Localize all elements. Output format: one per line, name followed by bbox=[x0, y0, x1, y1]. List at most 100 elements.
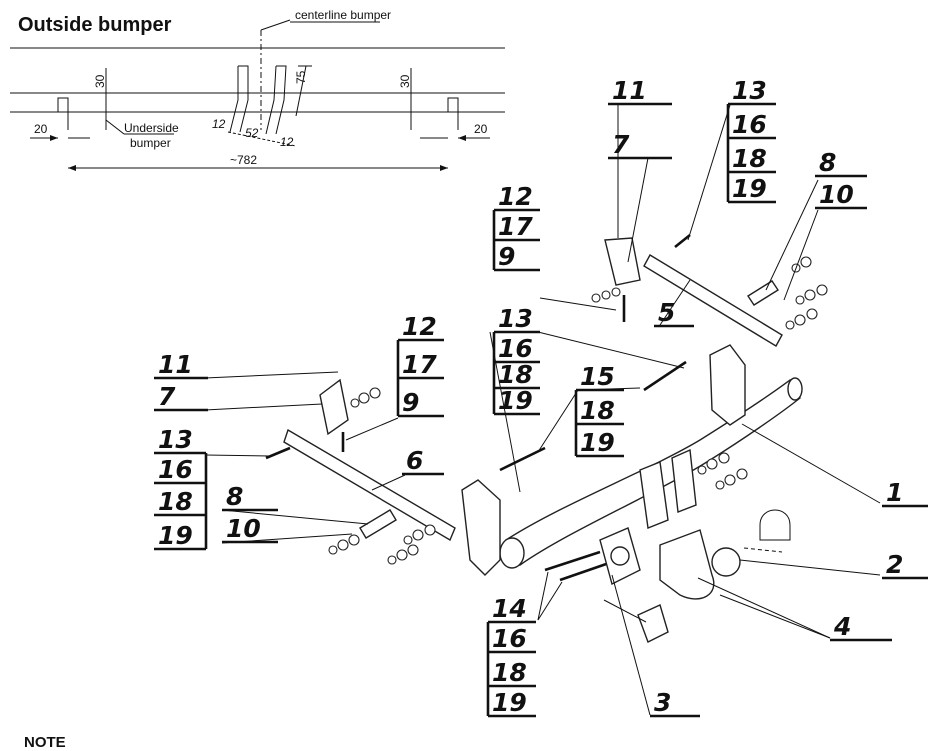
leader-c5 bbox=[659, 279, 691, 326]
tube-plate-right bbox=[709, 344, 746, 426]
callout-number: 12 bbox=[402, 312, 437, 341]
right-tab bbox=[447, 97, 459, 130]
left-tab bbox=[57, 97, 69, 130]
centerline-leader bbox=[260, 19, 291, 31]
leader-c3-8 bbox=[765, 179, 819, 291]
tube-end-right bbox=[787, 377, 803, 401]
leader-c4 bbox=[539, 297, 617, 311]
center-plate-b bbox=[671, 448, 697, 513]
callout-number: 19 bbox=[498, 386, 533, 415]
callout-c15: 4 bbox=[830, 612, 892, 642]
dim-20-left: 20 bbox=[34, 122, 48, 136]
dim-52: 52 bbox=[245, 126, 259, 140]
bolt-13-left bbox=[265, 446, 291, 460]
side-bar-left bbox=[283, 428, 456, 542]
side-bar-right bbox=[643, 254, 783, 347]
dim-12-left: 12 bbox=[212, 117, 226, 131]
dim-75-line bbox=[295, 65, 307, 117]
dim-12-right: 12 bbox=[280, 135, 294, 149]
note-label: NOTE bbox=[24, 734, 66, 751]
callout-c12: 810 bbox=[222, 482, 278, 544]
ball-cap bbox=[759, 509, 791, 541]
callout-c8: 117 bbox=[154, 350, 208, 412]
nuts-left bbox=[328, 387, 436, 565]
callout-number: 18 bbox=[580, 396, 615, 425]
dim-20-left-arrow bbox=[50, 135, 58, 141]
socket-plate-hole bbox=[610, 546, 630, 566]
callout-number: 18 bbox=[492, 658, 527, 687]
callout-number: 13 bbox=[158, 425, 193, 454]
callout-number: 19 bbox=[158, 521, 193, 550]
callout-c3: 810 bbox=[815, 148, 867, 210]
callout-number: 17 bbox=[402, 350, 437, 379]
leader-c14 bbox=[739, 559, 881, 576]
callout-number: 10 bbox=[226, 514, 261, 543]
callout-number: 13 bbox=[498, 304, 533, 333]
callout-number: 11 bbox=[158, 350, 193, 379]
centerline-label: centerline bumper bbox=[295, 8, 391, 22]
leader-c15-b bbox=[719, 594, 831, 639]
callout-c14: 2 bbox=[882, 550, 928, 580]
callout-number: 4 bbox=[833, 612, 851, 641]
ball-neck bbox=[659, 529, 715, 600]
nuts-right bbox=[591, 256, 828, 490]
callout-number: 16 bbox=[158, 455, 193, 484]
center-plate-right bbox=[265, 65, 287, 135]
leader-c17-a bbox=[537, 571, 549, 621]
callout-number: 17 bbox=[498, 212, 533, 241]
callout-c1: 11 7 bbox=[608, 76, 672, 160]
dim-20-right: 20 bbox=[474, 122, 488, 136]
page-title: Outside bumper bbox=[18, 14, 172, 36]
callout-number: 11 bbox=[612, 76, 647, 105]
callout-number: 16 bbox=[492, 624, 527, 653]
callout-c5: 5 bbox=[654, 298, 694, 328]
ball-cap-axis bbox=[743, 547, 783, 553]
bolt-13-top bbox=[674, 233, 691, 249]
dim-782-arrow-right bbox=[440, 165, 448, 171]
leader-c8-11 bbox=[204, 371, 339, 379]
leader-c12-8 bbox=[221, 509, 369, 525]
callout-number: 2 bbox=[886, 550, 903, 579]
callout-number: 18 bbox=[498, 360, 533, 389]
callout-number: 10 bbox=[819, 180, 854, 209]
bolt-15-b bbox=[499, 446, 546, 472]
dim-782: ~782 bbox=[230, 153, 257, 167]
assembly-parts bbox=[265, 233, 828, 643]
callout-number: 7 bbox=[612, 130, 630, 159]
underside-leader bbox=[105, 119, 125, 135]
leader-c10 bbox=[204, 454, 271, 457]
callout-number: 19 bbox=[732, 174, 767, 203]
callout-c11: 6 bbox=[402, 446, 444, 476]
callout-number: 13 bbox=[732, 76, 767, 105]
tube-plate-left bbox=[461, 479, 501, 576]
callout-c13: 1 bbox=[882, 478, 928, 508]
leader-c17-b bbox=[537, 581, 563, 621]
callout-number: 5 bbox=[658, 298, 675, 327]
callout-number: 8 bbox=[226, 482, 243, 511]
callout-labels: 1171316181981012179513161819151819117121… bbox=[154, 76, 928, 718]
leader-c16 bbox=[611, 574, 651, 716]
dim-30-right: 30 bbox=[398, 74, 412, 88]
dim-52-line bbox=[227, 131, 297, 147]
callout-number: 19 bbox=[492, 688, 527, 717]
leader-c3-10 bbox=[783, 209, 819, 301]
callout-c16: 3 bbox=[650, 688, 700, 718]
electrical-socket bbox=[637, 604, 669, 643]
callout-number: 14 bbox=[492, 594, 527, 623]
callout-number: 6 bbox=[406, 446, 423, 475]
callout-number: 16 bbox=[498, 334, 533, 363]
leader-c1-7 bbox=[627, 157, 649, 263]
leader-c8-7 bbox=[204, 403, 323, 411]
dim-782-arrow-left bbox=[68, 165, 76, 171]
spacer-left bbox=[359, 509, 397, 539]
tube-end-left bbox=[499, 537, 525, 569]
leader-c2 bbox=[687, 104, 731, 241]
callout-number: 18 bbox=[732, 144, 767, 173]
leader-c13 bbox=[741, 423, 881, 504]
underside-label-2: bumper bbox=[130, 136, 171, 150]
